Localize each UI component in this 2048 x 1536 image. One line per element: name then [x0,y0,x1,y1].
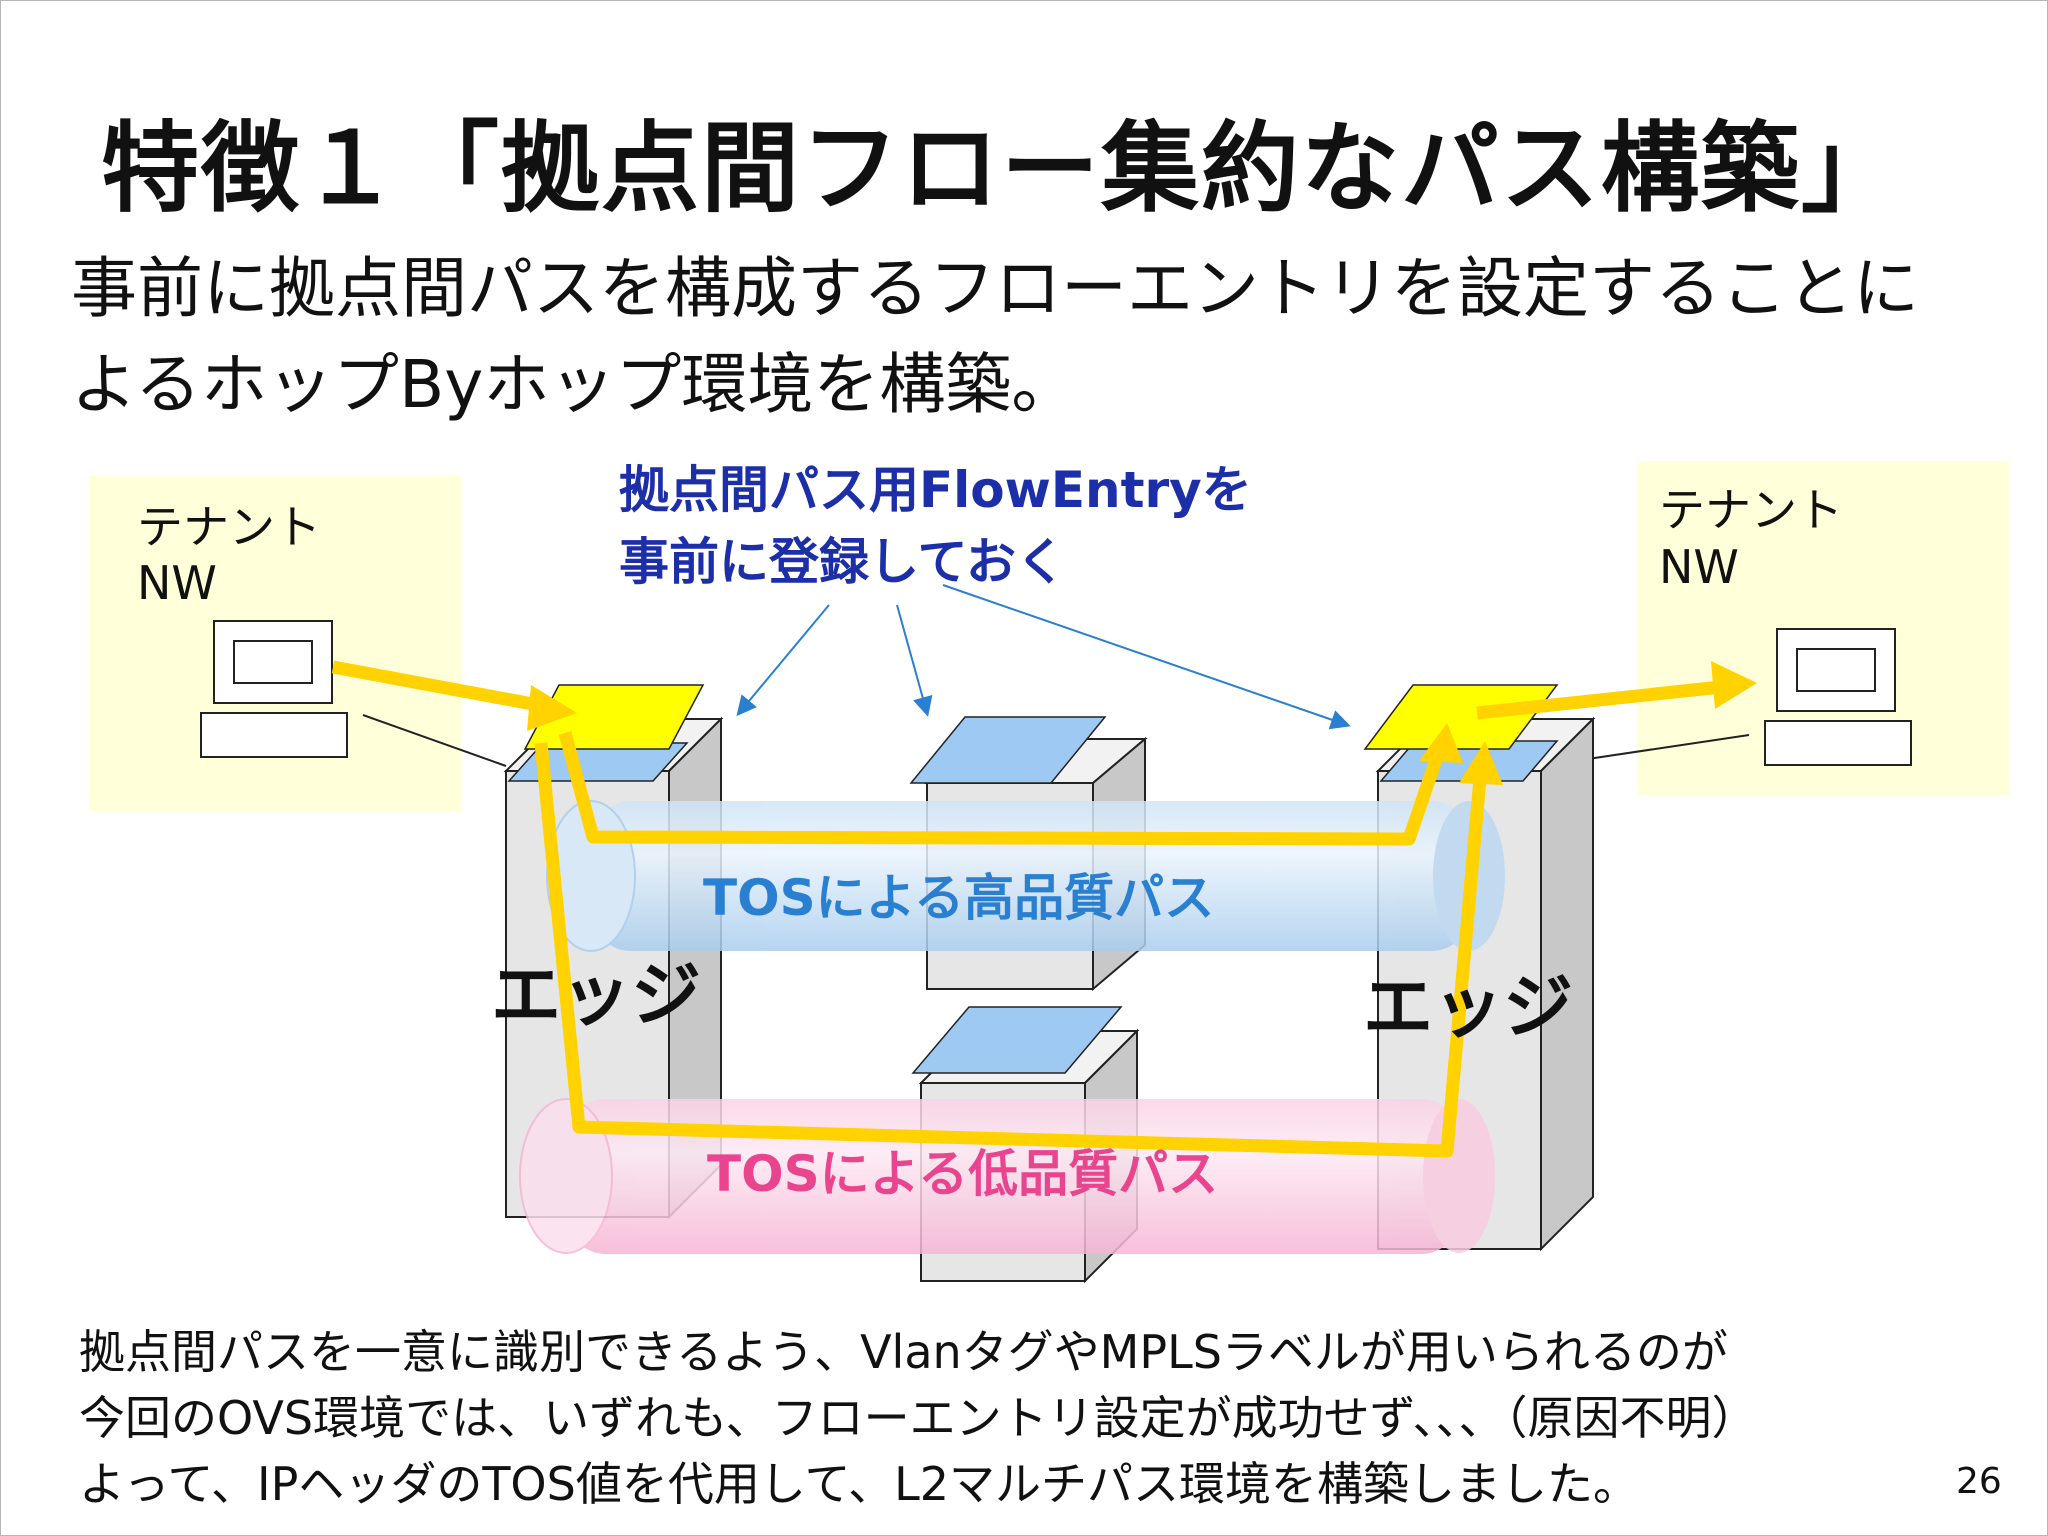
high-quality-path-label: TOSによる高品質パス [703,869,1214,927]
footer-line-2: 今回のOVS環境では、いずれも、フローエントリ設定が成功せず、、、（原因不明） [79,1391,1758,1445]
callout-arrows [736,584,1351,730]
right-tenant-label-line1: テナント [1659,483,1843,537]
left-link-line [362,714,507,767]
page-number: 26 [1956,1461,2002,1502]
lead-text: 事前に拠点間パスを構成するフローエントリを設定することに よるホップByホップ環… [71,241,1919,433]
footer-line-1: 拠点間パスを一意に識別できるよう、VlanタグやMPLSラベルが用いられるのが [79,1325,1728,1379]
left-tenant-label-line2: NW [137,556,217,610]
left-edge-label: エッジ [491,954,701,1036]
right-edge-label: エッジ [1363,966,1573,1048]
right-computer-icon [1764,628,1912,766]
right-flow-table [1363,684,1559,750]
left-tenant-label-line1: テナント [137,500,321,554]
low-quality-path-label: TOSによる低品質パス [707,1145,1218,1203]
lead-line-2: よるホップByホップ環境を構築。 [71,346,1078,423]
footer-line-3: よって、IPヘッダのTOS値を代用して、L2マルチパス環境を構築しました。 [79,1457,1640,1511]
callout-line-2: 事前に登録しておく [619,533,1066,591]
right-tenant-label-line2: NW [1659,540,1739,594]
footer-notes: 拠点間パスを一意に識別できるよう、VlanタグやMPLSラベルが用いられるのが … [79,1319,1757,1517]
slide-title: 特徴１「拠点間フロー集約なパス構築」 [101,112,1902,226]
left-edge-plate [507,742,689,782]
left-computer-icon [200,620,348,758]
lead-line-1: 事前に拠点間パスを構成するフローエントリを設定することに [71,250,1919,327]
callout-line-1: 拠点間パス用FlowEntryを [619,461,1252,519]
flow-arrows [331,660,1757,1158]
